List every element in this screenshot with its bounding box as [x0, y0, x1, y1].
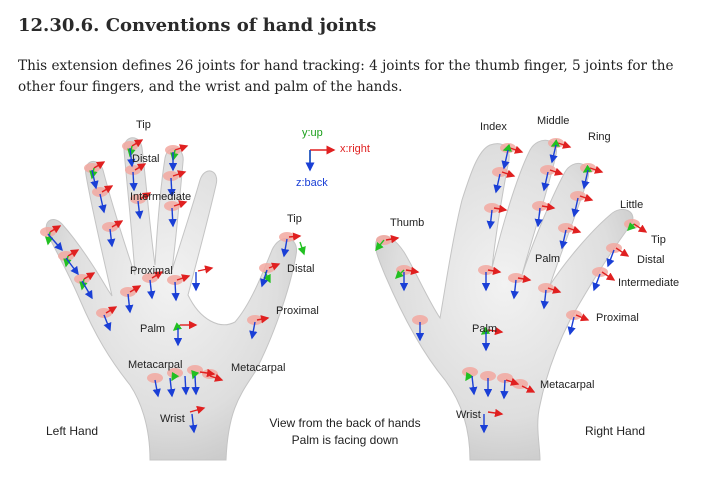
right-label-proximal: Proximal — [596, 312, 639, 324]
axis-legend-x: x:right — [340, 143, 370, 155]
left-label-proximal: Proximal — [130, 265, 173, 277]
axis-legend: y:up x:right z:back — [296, 127, 370, 189]
section-paragraph: This extension defines 26 joints for han… — [18, 58, 674, 95]
right-label-middle: Middle — [537, 115, 569, 127]
hand-joints-diagram: y:up x:right z:back Tip Distal Intermedi… — [40, 115, 679, 461]
section-heading: 12.30.6. Conventions of hand joints — [18, 15, 377, 36]
hand-joints-figure: y:up x:right z:back Tip Distal Intermedi… — [0, 108, 728, 475]
left-label-metacarpal: Metacarpal — [128, 359, 182, 371]
view-caption: View from the back of hands Palm is faci… — [269, 416, 420, 447]
right-label-index: Index — [480, 121, 507, 133]
view-caption-line2: Palm is facing down — [292, 433, 399, 447]
right-label-metacarpal: Metacarpal — [540, 379, 594, 391]
right-label-distal: Distal — [637, 254, 665, 266]
right-label-ring: Ring — [588, 131, 611, 143]
axis-legend-z: z:back — [296, 177, 328, 189]
left-label-palm: Palm — [140, 323, 165, 335]
joint-axes — [45, 139, 648, 434]
right-label-wrist: Wrist — [456, 409, 481, 421]
right-label-tip: Tip — [651, 234, 666, 246]
left-label-thumb-tip: Tip — [287, 213, 302, 225]
right-hand-labels: Thumb Index Middle Ring Little Tip Dista… — [390, 115, 679, 438]
right-label-little: Little — [620, 199, 643, 211]
left-label-tip: Tip — [136, 119, 151, 131]
right-label-palm-top: Palm — [535, 253, 560, 265]
right-label-intermediate: Intermediate — [618, 277, 679, 289]
view-caption-line1: View from the back of hands — [269, 416, 420, 430]
left-hand-caption: Left Hand — [46, 424, 98, 438]
left-label-wrist: Wrist — [160, 413, 185, 425]
axis-legend-y: y:up — [302, 127, 323, 139]
right-hand-silhouette — [375, 140, 634, 461]
right-label-thumb: Thumb — [390, 217, 424, 229]
left-label-thumb-distal: Distal — [287, 263, 315, 275]
left-hand-silhouette — [45, 137, 297, 461]
right-hand-caption: Right Hand — [585, 424, 645, 438]
left-label-thumb-metacarpal: Metacarpal — [231, 362, 285, 374]
left-label-thumb-proximal: Proximal — [276, 305, 319, 317]
left-label-distal: Distal — [132, 153, 160, 165]
right-label-palm: Palm — [472, 323, 497, 335]
left-label-intermediate: Intermediate — [130, 191, 191, 203]
left-hand-labels: Tip Distal Intermediate Proximal Palm Me… — [46, 119, 319, 438]
